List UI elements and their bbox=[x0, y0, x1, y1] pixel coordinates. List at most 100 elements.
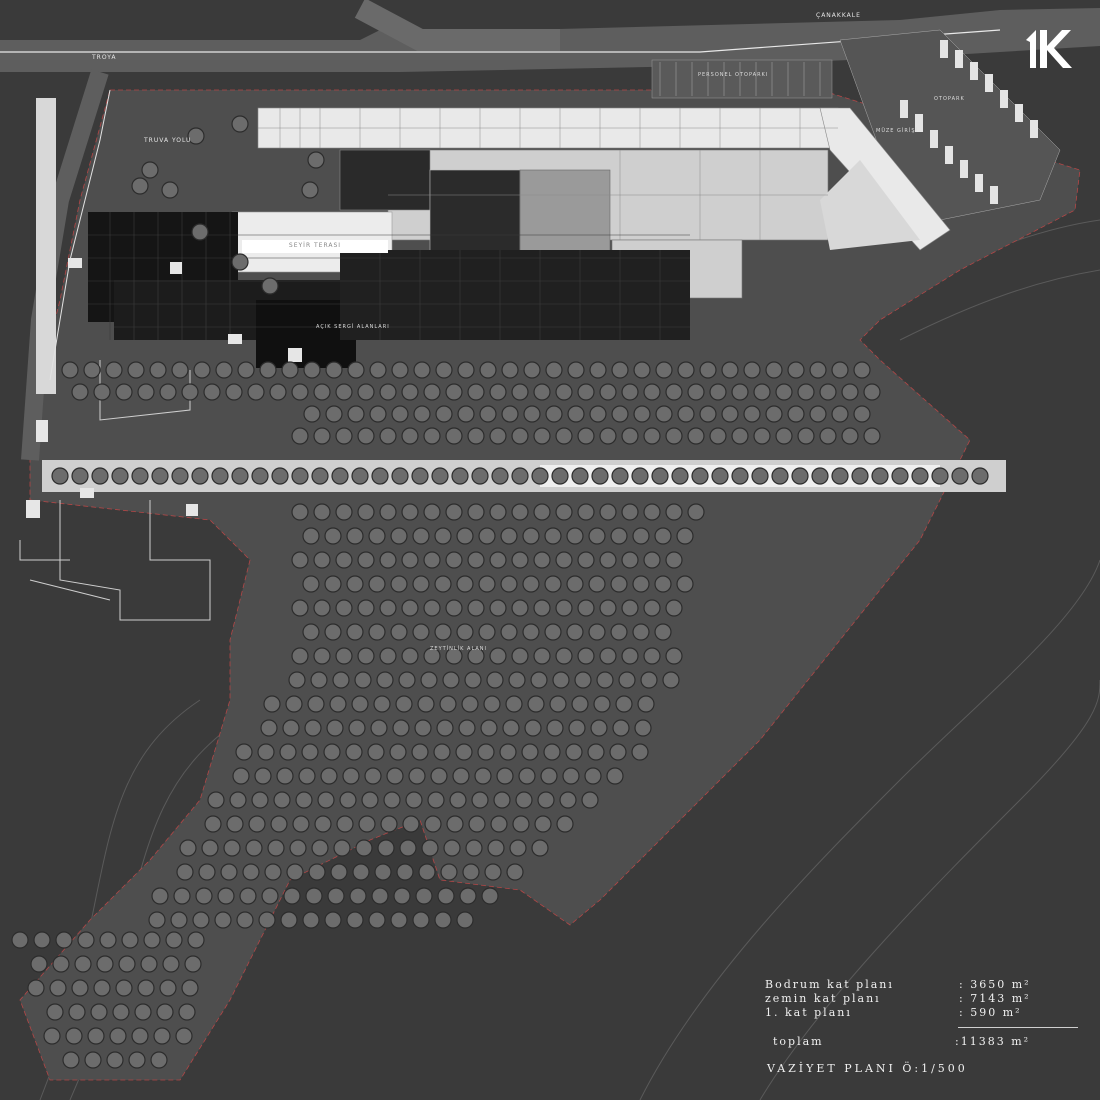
ruin-fragments bbox=[26, 258, 302, 518]
tree bbox=[258, 911, 276, 929]
tree bbox=[342, 767, 360, 785]
tree bbox=[687, 427, 705, 445]
tree bbox=[511, 427, 529, 445]
tree bbox=[676, 527, 694, 545]
tree bbox=[506, 863, 524, 881]
tree bbox=[357, 383, 375, 401]
tree bbox=[546, 719, 564, 737]
tree bbox=[153, 1027, 171, 1045]
tree bbox=[435, 405, 453, 423]
tree bbox=[423, 503, 441, 521]
tree bbox=[320, 767, 338, 785]
tree bbox=[775, 383, 793, 401]
tree bbox=[302, 575, 320, 593]
tree bbox=[571, 467, 589, 485]
tree bbox=[611, 405, 629, 423]
tree bbox=[347, 361, 365, 379]
tree bbox=[303, 405, 321, 423]
tree bbox=[325, 405, 343, 423]
tree bbox=[269, 383, 287, 401]
tree bbox=[511, 647, 529, 665]
tree bbox=[192, 911, 210, 929]
tree bbox=[195, 887, 213, 905]
tree bbox=[467, 503, 485, 521]
tree bbox=[610, 527, 628, 545]
tree bbox=[237, 361, 255, 379]
tree bbox=[591, 467, 609, 485]
tree bbox=[377, 839, 395, 857]
tree bbox=[171, 361, 189, 379]
tree bbox=[456, 575, 474, 593]
tree bbox=[33, 931, 51, 949]
tree bbox=[457, 361, 475, 379]
tree bbox=[612, 719, 630, 737]
tree bbox=[383, 791, 401, 809]
tree bbox=[336, 815, 354, 833]
tree bbox=[236, 911, 254, 929]
tree bbox=[55, 931, 73, 949]
tree bbox=[809, 405, 827, 423]
tree bbox=[665, 427, 683, 445]
tree bbox=[731, 467, 749, 485]
tree bbox=[508, 671, 526, 689]
olive-grove-label: ZEYTİNLİK ALANI bbox=[430, 646, 487, 652]
tree bbox=[305, 887, 323, 905]
tree bbox=[549, 695, 567, 713]
tree bbox=[43, 1027, 61, 1045]
tree bbox=[467, 551, 485, 569]
tree bbox=[467, 427, 485, 445]
row-value-zemin: : 7143 m² bbox=[959, 992, 1031, 1005]
road-label-troya: TROYA bbox=[92, 54, 117, 61]
tree bbox=[721, 361, 739, 379]
tree bbox=[271, 467, 289, 485]
tree bbox=[443, 839, 461, 857]
tree bbox=[665, 599, 683, 617]
tree bbox=[467, 599, 485, 617]
tree bbox=[379, 647, 397, 665]
tree bbox=[131, 177, 149, 195]
tree bbox=[412, 575, 430, 593]
tree bbox=[215, 361, 233, 379]
tree bbox=[621, 503, 639, 521]
tree bbox=[771, 467, 789, 485]
tree bbox=[632, 527, 650, 545]
tree bbox=[127, 361, 145, 379]
tree bbox=[511, 383, 529, 401]
tree bbox=[106, 1051, 124, 1069]
tree bbox=[291, 467, 309, 485]
tree bbox=[489, 551, 507, 569]
tree bbox=[430, 767, 448, 785]
terrace-grid bbox=[88, 212, 690, 340]
tree bbox=[368, 527, 386, 545]
tree bbox=[162, 955, 180, 973]
tree bbox=[743, 405, 761, 423]
tree bbox=[484, 863, 502, 881]
tree bbox=[587, 743, 605, 761]
tree bbox=[610, 575, 628, 593]
tree bbox=[335, 383, 353, 401]
tree bbox=[281, 361, 299, 379]
tree bbox=[311, 467, 329, 485]
tree bbox=[276, 767, 294, 785]
tree bbox=[291, 599, 309, 617]
tree bbox=[751, 467, 769, 485]
tree bbox=[467, 647, 485, 665]
tree bbox=[515, 791, 533, 809]
tree bbox=[731, 427, 749, 445]
tree bbox=[291, 383, 309, 401]
tree bbox=[223, 839, 241, 857]
tree bbox=[357, 551, 375, 569]
tree bbox=[399, 839, 417, 857]
tree bbox=[411, 467, 429, 485]
tree bbox=[566, 527, 584, 545]
tree bbox=[288, 671, 306, 689]
tree bbox=[371, 887, 389, 905]
tree bbox=[286, 863, 304, 881]
tree bbox=[361, 791, 379, 809]
tree bbox=[171, 467, 189, 485]
tree bbox=[261, 887, 279, 905]
tree bbox=[231, 115, 249, 133]
tree bbox=[370, 719, 388, 737]
tree bbox=[831, 467, 849, 485]
road-branch bbox=[354, 0, 560, 51]
